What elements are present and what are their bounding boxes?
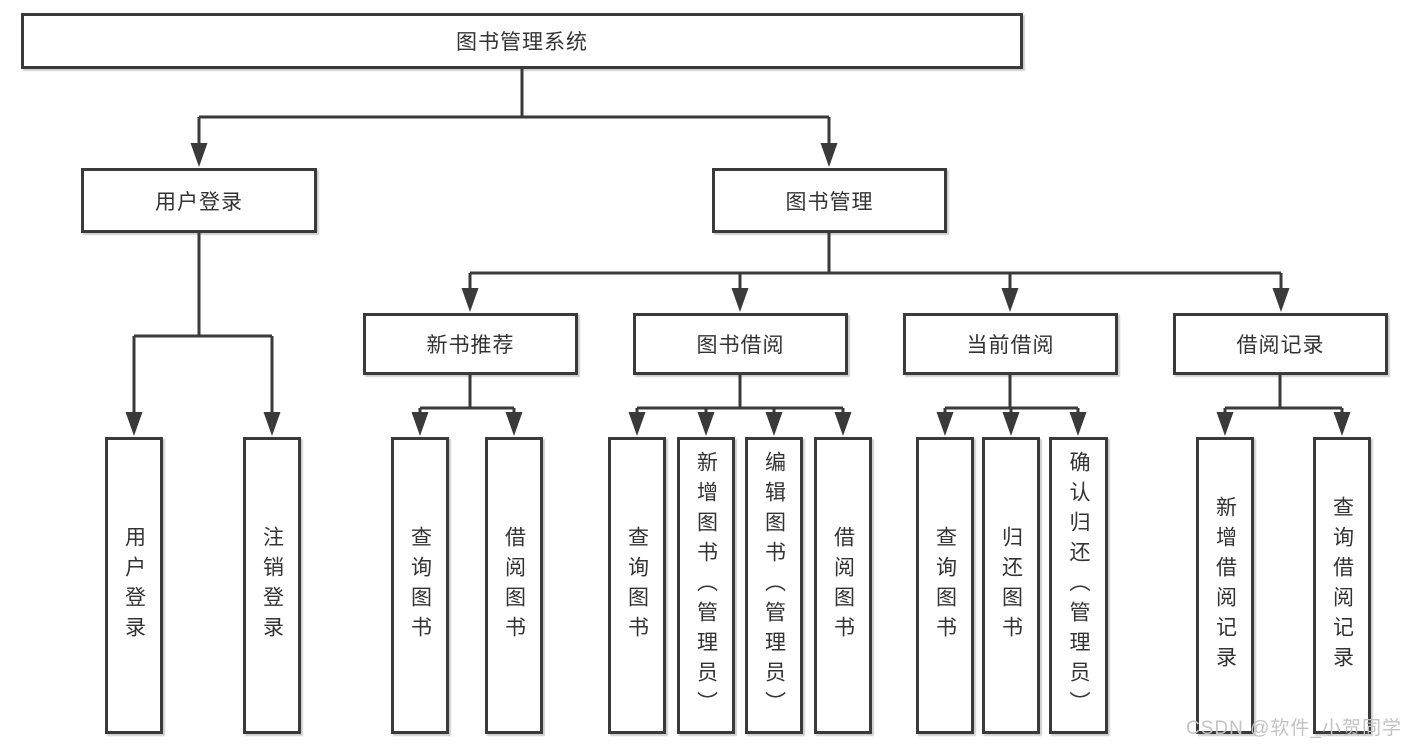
leaf-return-book: 归还图书 xyxy=(982,437,1040,734)
leaf-borrow-edit-admin-label: 编辑图书（管理员） xyxy=(762,450,786,721)
leaf-borrow-book-label: 借阅图书 xyxy=(831,525,855,646)
node-current-borrow: 当前借阅 xyxy=(903,313,1118,375)
node-root-label: 图书管理系统 xyxy=(456,31,588,54)
leaf-confirm-return-admin-label: 确认归还（管理员） xyxy=(1067,450,1090,721)
leaf-user-login: 用户登录 xyxy=(105,437,163,734)
leaf-logout-label: 注销登录 xyxy=(260,525,284,646)
node-current-borrow-label: 当前借阅 xyxy=(966,334,1055,357)
leaf-borrow-book: 借阅图书 xyxy=(814,437,872,734)
leaf-borrow-add-admin-label: 新增图书（管理员） xyxy=(694,450,718,721)
node-user-login-label: 用户登录 xyxy=(155,190,243,214)
leaf-user-login-label: 用户登录 xyxy=(122,525,146,646)
leaf-current-query-label: 查询图书 xyxy=(933,525,957,646)
leaf-record-query-label: 查询借阅记录 xyxy=(1330,495,1354,676)
leaf-record-add: 新增借阅记录 xyxy=(1196,437,1254,734)
node-user-login: 用户登录 xyxy=(81,168,317,233)
leaf-newbook-query: 查询图书 xyxy=(391,437,449,734)
node-new-book-recommend: 新书推荐 xyxy=(363,313,578,375)
node-book-management-label: 图书管理 xyxy=(785,190,874,214)
leaf-borrow-query: 查询图书 xyxy=(608,437,666,734)
leaf-borrow-query-label: 查询图书 xyxy=(625,525,649,646)
node-new-book-recommend-label: 新书推荐 xyxy=(426,334,515,357)
leaf-newbook-query-label: 查询图书 xyxy=(408,525,432,646)
node-borrow-record-label: 借阅记录 xyxy=(1236,334,1325,357)
leaf-record-query: 查询借阅记录 xyxy=(1313,437,1371,734)
node-book-borrow-label: 图书借阅 xyxy=(696,334,785,357)
leaf-logout: 注销登录 xyxy=(243,437,301,734)
leaf-newbook-borrow: 借阅图书 xyxy=(485,437,543,734)
leaf-record-add-label: 新增借阅记录 xyxy=(1213,495,1237,676)
watermark: CSDN @软件_小贺同学 xyxy=(1186,718,1402,739)
leaf-current-query: 查询图书 xyxy=(916,437,974,734)
leaf-return-book-label: 归还图书 xyxy=(999,525,1023,646)
node-book-management: 图书管理 xyxy=(712,168,947,233)
node-book-borrow: 图书借阅 xyxy=(633,313,848,375)
leaf-borrow-add-admin: 新增图书（管理员） xyxy=(677,437,735,734)
leaf-confirm-return-admin: 确认归还（管理员） xyxy=(1049,437,1108,734)
leaf-borrow-edit-admin: 编辑图书（管理员） xyxy=(745,437,803,734)
node-root: 图书管理系统 xyxy=(21,13,1023,69)
leaf-newbook-borrow-label: 借阅图书 xyxy=(502,525,526,646)
node-borrow-record: 借阅记录 xyxy=(1173,313,1388,375)
